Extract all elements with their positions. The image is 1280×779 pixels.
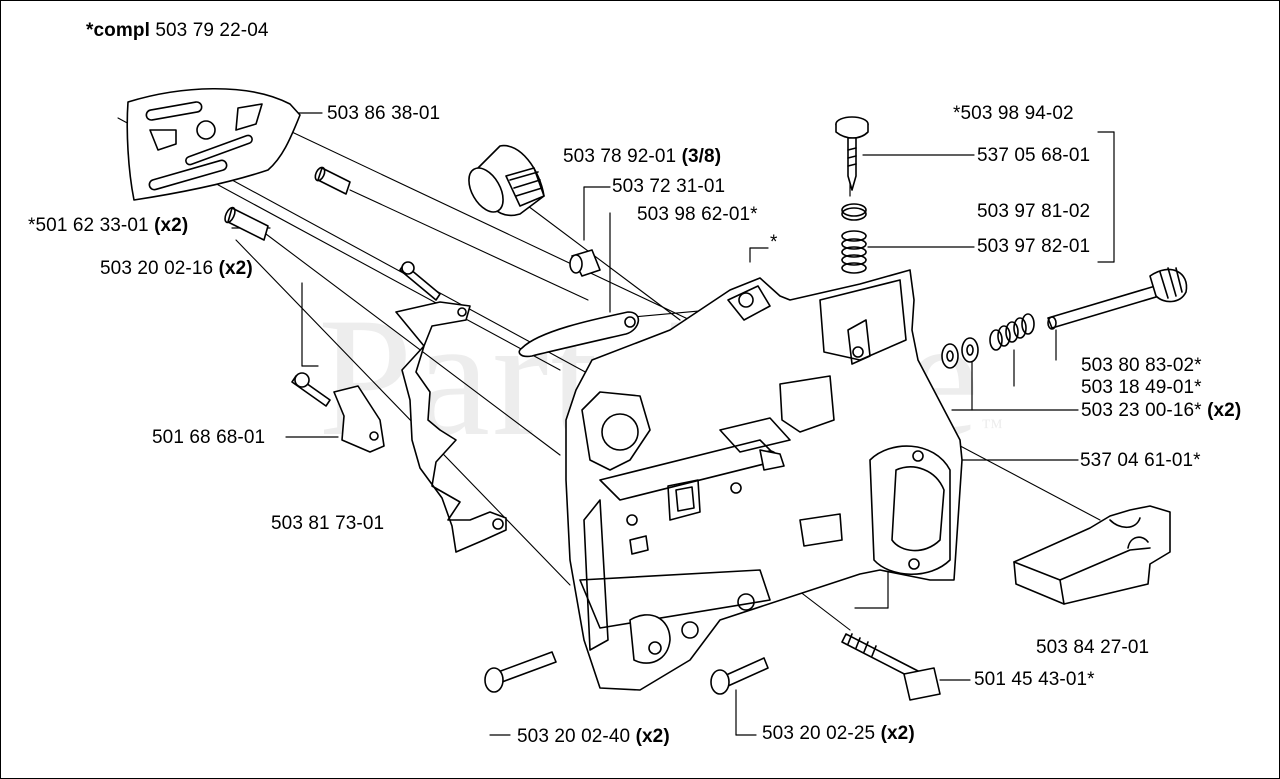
label-tensioner: 501 45 43-01*: [974, 669, 1095, 690]
label-washer: 503 97 81-02: [977, 201, 1091, 222]
pin: [569, 249, 601, 277]
tensioner-block: [1013, 505, 1171, 605]
plug: [468, 144, 545, 217]
valve-washer: [841, 203, 867, 221]
label-adjuster-b: 503 18 49-01*: [1081, 377, 1202, 398]
label-block: 503 84 27-01: [1036, 637, 1150, 658]
label-spring: 503 97 82-01: [977, 236, 1091, 257]
label-pin: 503 72 31-01: [612, 176, 726, 197]
tensioner-screw: [841, 633, 941, 701]
label-bolt-bottom-2: 503 20 02-25 (x2): [762, 723, 915, 744]
guide-plate: [126, 87, 301, 201]
label-bolt-bottom: 503 20 02-40 (x2): [517, 726, 670, 747]
label-sleeve: *501 62 33-01 (x2): [28, 215, 189, 236]
label-cover-star: *: [770, 232, 778, 253]
left-plate: [395, 301, 507, 553]
label-adjuster-c: 503 23 00-16* (x2): [1081, 400, 1242, 421]
label-bracket: 501 68 68-01: [152, 427, 266, 448]
adjuster-spring: [989, 313, 1035, 351]
adjuster-rod: [1047, 267, 1188, 330]
label-plug: 503 78 92-01 (3/8): [563, 146, 722, 167]
sleeve-pins: [224, 166, 351, 241]
label-screw-top: 503 20 02-16 (x2): [100, 258, 253, 279]
label-left-plate: 503 81 73-01: [271, 513, 385, 534]
assembly-label: *compl 503 79 22-04: [86, 20, 269, 41]
label-kit: *503 98 94-02: [953, 103, 1074, 124]
label-nozzle: 537 04 61-01*: [1080, 450, 1201, 471]
bracket: [333, 385, 385, 453]
valve-screw: [835, 116, 869, 191]
adjuster-washers: [941, 337, 979, 369]
small-screws: [291, 261, 441, 407]
nozzle: [759, 449, 785, 471]
valve-spring: [841, 230, 867, 274]
label-screw-valve: 537 05 68-01: [977, 145, 1091, 166]
link: [518, 311, 640, 358]
label-guide-plate: 503 86 38-01: [327, 103, 441, 124]
label-link: 503 98 62-01*: [637, 204, 758, 225]
bottom-bolts: [484, 651, 769, 695]
label-adjuster-a: 503 80 83-02*: [1081, 355, 1202, 376]
